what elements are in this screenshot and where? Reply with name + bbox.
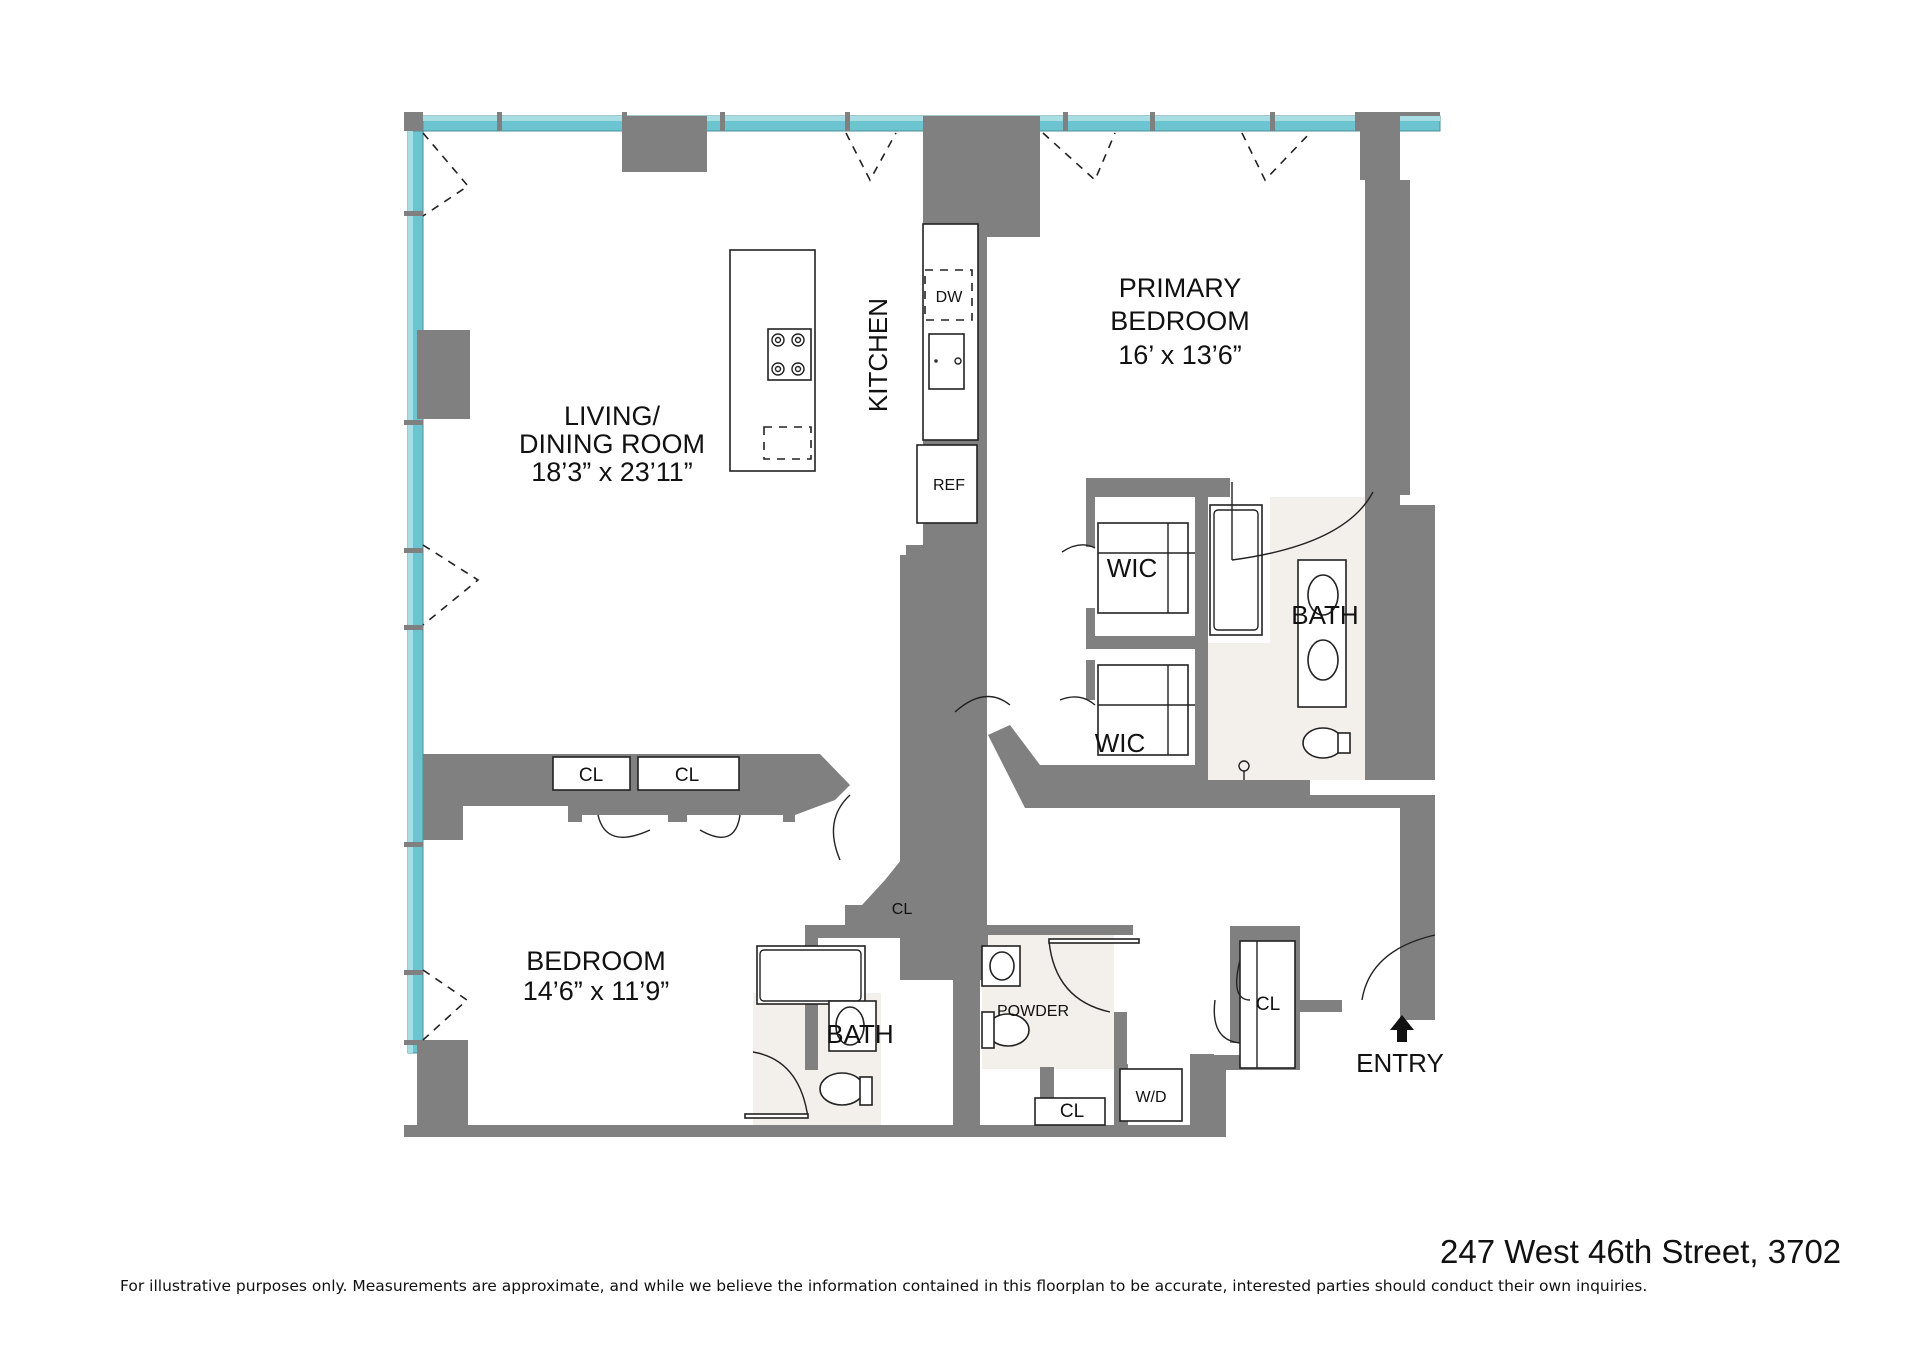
bedroom-label: BEDROOM (526, 946, 666, 976)
living-room-label: DINING ROOM (519, 429, 705, 459)
sink-icon (1307, 639, 1339, 681)
wic-upper-label: WIC (1107, 553, 1158, 583)
primary-bath-fixtures (1097, 482, 1374, 780)
primary-bedroom-label: PRIMARY (1119, 273, 1242, 303)
bathtub-icon (756, 945, 866, 1005)
toilet-icon (981, 1011, 1030, 1049)
closet-label: CL (579, 765, 603, 786)
closet-label: CL (675, 765, 699, 786)
property-address: 247 West 46th Street, 3702 (1440, 1233, 1842, 1270)
window-door-swings (422, 132, 1311, 1041)
living-room-dimensions: 18’3” x 23’11” (531, 457, 693, 487)
closet-label: CL (892, 901, 913, 918)
sink-icon (928, 333, 965, 390)
wic-lower-label: WIC (1095, 728, 1146, 758)
refrigerator (916, 444, 978, 524)
sink-icon (1307, 574, 1339, 616)
powder-fixtures (981, 938, 1140, 1049)
refrigerator-label: REF (933, 477, 965, 494)
shower-icon (1238, 760, 1250, 780)
primary-bedroom-dimensions: 16’ x 13’6” (1118, 340, 1242, 370)
cooktop-icon (767, 328, 812, 381)
entry-label: ENTRY (1356, 1048, 1444, 1078)
primary-bedroom-label: BEDROOM (1110, 306, 1250, 336)
closet-label: CL (1060, 1101, 1084, 1122)
bath-label: BATH (826, 1019, 893, 1049)
toilet-icon (819, 1072, 873, 1106)
closets (552, 756, 1296, 1126)
closet-label: CL (1256, 994, 1280, 1015)
dishwasher (924, 269, 973, 321)
powder-label: POWDER (997, 1003, 1069, 1020)
kitchen-label: KITCHEN (863, 298, 893, 412)
room-labels: LIVING/ DINING ROOM 18’3” x 23’11” KITCH… (519, 273, 1444, 1122)
bath-fixtures (744, 945, 877, 1119)
dishwasher-label: DW (936, 289, 964, 306)
primary-bath-label: BATH (1291, 600, 1358, 630)
disclaimer-text: For illustrative purposes only. Measurem… (120, 1277, 1648, 1295)
door-swings (597, 544, 1436, 1044)
washer-dryer-label: W/D (1135, 1089, 1166, 1106)
entry-arrow-icon (1390, 1015, 1414, 1042)
kitchen-fixtures (729, 223, 979, 524)
living-room-label: LIVING/ (564, 401, 661, 431)
bathtub-icon (1209, 504, 1263, 636)
sink-icon (835, 1006, 865, 1046)
toilet-icon (1302, 727, 1351, 759)
kitchen-counter (922, 223, 979, 441)
sink-icon (989, 951, 1015, 981)
bedroom-dimensions: 14’6” x 11’9” (523, 976, 670, 1006)
